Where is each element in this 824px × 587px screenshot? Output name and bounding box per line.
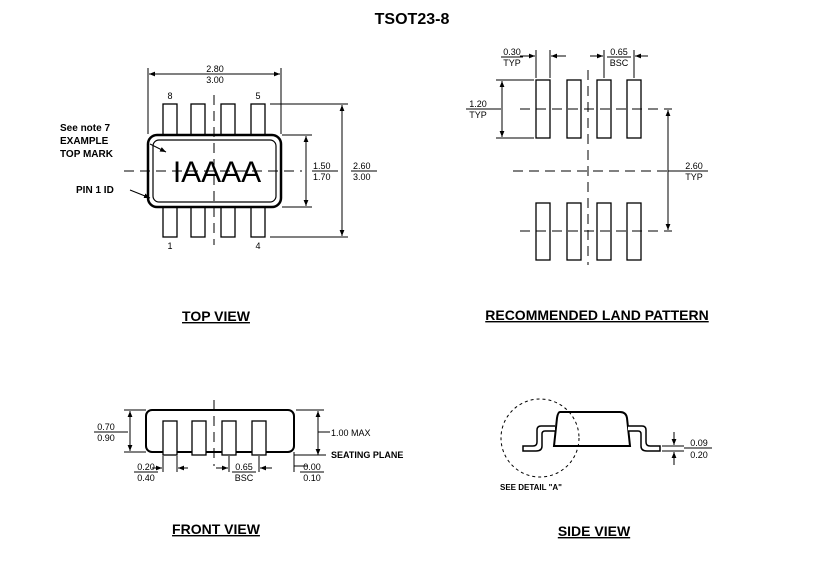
pin1-leader xyxy=(129,189,151,199)
note-line-3: TOP MARK xyxy=(60,149,114,160)
dim-fp-note: BSC xyxy=(235,473,254,483)
dim-fh-max: 0.90 xyxy=(97,433,115,443)
side-lead-left xyxy=(522,425,555,452)
land-pattern-caption: RECOMMENDED LAND PATTERN xyxy=(485,307,708,323)
dim-pad-w: 0.30 xyxy=(503,47,521,57)
front-lead xyxy=(221,420,237,456)
pin-4-label: 4 xyxy=(255,241,260,251)
note-line-2: EXAMPLE xyxy=(60,136,109,147)
side-lead-right xyxy=(628,425,661,452)
lead-8 xyxy=(162,103,178,139)
side-view: 0.09 0.20 SEE DETAIL "A" SIDE VIEW xyxy=(500,398,712,539)
dim-body-max: 1.70 xyxy=(313,172,331,182)
front-view: 0.70 0.90 1.00 MAX SEATING PLANE 0.20 0.… xyxy=(94,400,403,537)
dim-row-span-note: TYP xyxy=(685,172,703,182)
land-pattern: 0.30 TYP 0.65 BSC 1.20 TYP 2.60 TYP RECO… xyxy=(466,47,709,323)
front-lead xyxy=(162,420,178,456)
dim-width-max: 3.00 xyxy=(206,75,224,85)
note-leader xyxy=(149,143,167,153)
lead-5 xyxy=(250,103,266,139)
dim-fp-val: 0.65 xyxy=(235,462,253,472)
top-view: IAAAA 8 5 1 4 2.80 3.00 1.50 1.70 2.60 3… xyxy=(60,64,377,324)
dim-body-min: 1.50 xyxy=(313,161,331,171)
lead-4 xyxy=(250,203,266,238)
dim-width-min: 2.80 xyxy=(206,64,224,74)
see-detail-label: SEE DETAIL "A" xyxy=(500,483,562,492)
side-body xyxy=(552,411,632,447)
lead-7 xyxy=(190,103,206,139)
top-mark-text: IAAAA xyxy=(173,156,261,189)
dim-lt-min: 0.09 xyxy=(690,438,708,448)
dim-span-max: 3.00 xyxy=(353,172,371,182)
drawing-title: TSOT23-8 xyxy=(375,11,450,28)
lead-6 xyxy=(220,103,236,139)
detail-a-circle xyxy=(500,398,580,478)
dim-so-min: 0.00 xyxy=(303,462,321,472)
top-view-caption: TOP VIEW xyxy=(182,308,251,324)
pin-8-label: 8 xyxy=(167,91,172,101)
lead-1 xyxy=(162,203,178,238)
dim-span-min: 2.60 xyxy=(353,161,371,171)
seating-plane-label: SEATING PLANE xyxy=(331,450,403,460)
front-lead xyxy=(191,420,207,456)
dim-lp-pitch: 0.65 xyxy=(610,47,628,57)
lead-3 xyxy=(220,203,236,238)
note-line-1: See note 7 xyxy=(60,123,110,134)
dim-fh-min: 0.70 xyxy=(97,422,115,432)
front-lead xyxy=(251,420,267,456)
pin1-id-label: PIN 1 ID xyxy=(76,185,114,196)
dim-pad-w-note: TYP xyxy=(503,58,521,68)
dim-lp-pitch-note: BSC xyxy=(610,58,629,68)
dim-max-height-val: 1.00 MAX xyxy=(331,428,371,438)
dim-row-span-val: 2.60 xyxy=(685,161,703,171)
dim-so-max: 0.10 xyxy=(303,473,321,483)
dim-pad-len-val: 1.20 xyxy=(469,99,487,109)
dim-lw-min: 0.20 xyxy=(137,462,155,472)
dim-pad-len-note: TYP xyxy=(469,110,487,120)
lead-2 xyxy=(190,203,206,238)
dim-lt-max: 0.20 xyxy=(690,450,708,460)
dim-lw-max: 0.40 xyxy=(137,473,155,483)
side-view-caption: SIDE VIEW xyxy=(558,523,631,539)
pin-1-label: 1 xyxy=(167,241,172,251)
pin-5-label: 5 xyxy=(255,91,260,101)
front-view-caption: FRONT VIEW xyxy=(172,521,261,537)
